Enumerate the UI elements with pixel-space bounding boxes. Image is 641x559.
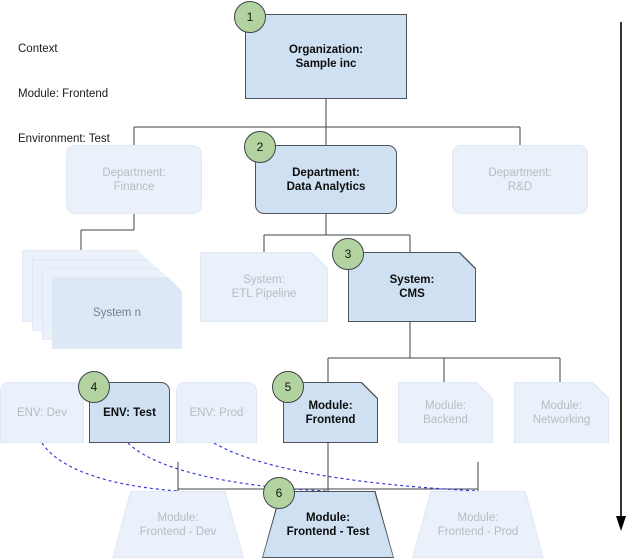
node-env-dev-label: ENV: Dev [16, 406, 68, 419]
node-env-prod-label: ENV: Prod [189, 406, 244, 419]
node-instance-frontend-prod[interactable]: Module:Frontend - Prod [412, 491, 544, 558]
node-department-data-analytics[interactable]: Department:Data Analytics [255, 145, 397, 214]
context-title: Context [18, 43, 58, 55]
node-module-frontend-label: Module:Frontend [305, 399, 356, 426]
flow-arrow [616, 22, 626, 531]
node-system-etl-pipeline-shape [200, 252, 328, 322]
context-module: Module: Frontend [18, 88, 109, 100]
node-module-backend[interactable]: Module:Backend [398, 382, 493, 443]
stack-card-4-label: System n [93, 307, 141, 319]
context-environment: Environment: Test [18, 133, 110, 145]
badge-4[interactable]: 4 [78, 371, 110, 403]
badge-2[interactable]: 2 [244, 131, 276, 163]
node-instance-frontend-dev-shape [112, 491, 244, 558]
node-instance-frontend-prod-shape [412, 491, 544, 558]
node-department-rnd[interactable]: Department:R&D [452, 145, 588, 214]
node-module-backend-shape [398, 382, 493, 443]
stack-card-4[interactable]: System n [52, 277, 182, 349]
badge-5[interactable]: 5 [272, 371, 304, 403]
node-system-etl-pipeline-label: System:ETL Pipeline [231, 274, 297, 300]
node-system-cms[interactable]: System:CMS [348, 252, 476, 322]
node-module-backend-label: Module:Backend [423, 399, 468, 426]
node-module-networking[interactable]: Module:Networking [514, 382, 609, 443]
node-instance-frontend-prod-label: Module:Frontend - Prod [437, 511, 519, 538]
node-organization-label: Organization:Sample inc [288, 43, 364, 70]
node-system-etl-pipeline[interactable]: System:ETL Pipeline [200, 252, 328, 322]
node-department-finance[interactable]: Department:Finance [66, 145, 202, 214]
node-department-data-analytics-label: Department:Data Analytics [286, 166, 366, 193]
node-department-rnd-label: Department:R&D [488, 166, 552, 193]
badge-6[interactable]: 6 [263, 477, 295, 509]
node-env-prod[interactable]: ENV: Prod [176, 382, 257, 443]
node-env-dev[interactable]: ENV: Dev [0, 382, 84, 443]
node-system-cms-shape [348, 252, 476, 322]
dashed-link-prod [213, 442, 479, 492]
context-legend: Context Module: Frontend Environment: Te… [18, 12, 110, 177]
node-instance-frontend-dev-label: Module:Frontend - Dev [139, 511, 217, 538]
node-instance-frontend-dev[interactable]: Module:Frontend - Dev [112, 491, 244, 558]
node-env-test-label: ENV: Test [103, 406, 156, 419]
node-department-finance-label: Department:Finance [102, 166, 166, 193]
node-module-networking-shape [514, 382, 609, 443]
node-organization[interactable]: Organization:Sample inc [245, 14, 407, 99]
dashed-link-dev [41, 442, 179, 492]
node-system-stack[interactable]: System A System A System A System n [22, 250, 182, 348]
node-instance-frontend-test-label: Module:Frontend - Test [286, 511, 370, 538]
badge-3[interactable]: 3 [332, 238, 364, 270]
node-system-cms-label: System:CMS [389, 274, 435, 300]
dashed-link-test [127, 442, 329, 492]
badge-1[interactable]: 1 [234, 1, 266, 33]
node-module-networking-label: Module:Networking [532, 399, 591, 426]
